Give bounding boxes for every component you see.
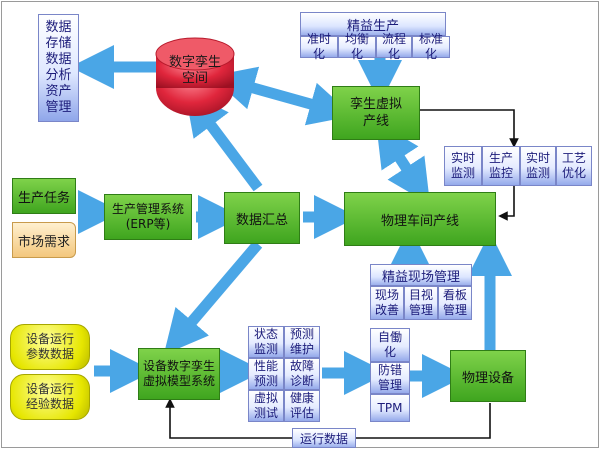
arrow-summary-to-equip-twin	[163, 240, 263, 355]
operation-data-label: 运行数据	[292, 428, 356, 448]
lean-item-standard: 标准化	[412, 32, 450, 61]
production-task-box: 生产任务	[12, 178, 76, 214]
tpm-autonomation: 自働 化	[370, 328, 410, 362]
monitor-realtime-1: 实时 监测	[444, 146, 482, 186]
tpm-label: TPM	[370, 394, 410, 422]
lean-site-visual: 目视 管理	[404, 286, 438, 320]
lean-site-improvement: 现场 改善	[370, 286, 404, 320]
twin-virtual-line-box: 孪生虚拟产线	[332, 86, 420, 140]
arrow-summary-to-twin	[184, 90, 263, 192]
lean-production-title: 精益生产	[300, 12, 446, 36]
analysis-health-assessment: 健康 评估	[284, 390, 320, 422]
analysis-predictive-maintenance: 预测 维护	[284, 326, 320, 358]
equipment-twin-box: 设备数字孪生虚拟模型系统	[138, 348, 220, 400]
monitor-realtime-2: 实时 监测	[520, 146, 556, 186]
data-summary-box: 数据汇总	[224, 192, 300, 244]
arrow-twin-virtual-line	[210, 66, 354, 126]
lean-site-title: 精益现场管理	[370, 264, 472, 286]
lean-item-leveling: 均衡化	[338, 32, 376, 61]
equipment-params-box: 设备运行参数数据	[10, 324, 90, 370]
tpm-error-proofing: 防错 管理	[370, 362, 410, 394]
analysis-status-monitor: 状态 监测	[248, 326, 284, 358]
twin-space-label: 数字孪生 空间	[168, 55, 221, 86]
physical-equipment-box: 物理设备	[450, 350, 526, 402]
analysis-virtual-test: 虚拟 测试	[248, 390, 284, 422]
connector-monitor-to-physical	[498, 186, 515, 221]
erp-box: 生产管理系统(ERP等)	[104, 194, 192, 240]
lean-site-kanban: 看板 管理	[438, 286, 472, 320]
analysis-performance-prediction: 性能 预测	[248, 358, 284, 390]
lean-item-flow: 流程化	[376, 32, 412, 61]
monitor-process-optimization: 工艺 优化	[556, 146, 592, 186]
physical-line-box: 物理车间产线	[344, 192, 496, 246]
market-demand-box: 市场需求	[12, 222, 76, 258]
analysis-fault-diagnosis: 故障 诊断	[284, 358, 320, 390]
equipment-experience-box: 设备运行经验数据	[10, 374, 90, 420]
lean-item-jit: 准时化	[300, 32, 338, 61]
blue-arrows	[70, 45, 512, 398]
connector-virtual-to-monitor	[420, 109, 519, 148]
data-storage-box: 数据存储 数据分析 资产管理	[38, 14, 79, 122]
monitor-production: 生产 监控	[482, 146, 520, 186]
arrow-virtual-physical	[375, 121, 431, 205]
twin-space-cylinder	[155, 37, 235, 116]
